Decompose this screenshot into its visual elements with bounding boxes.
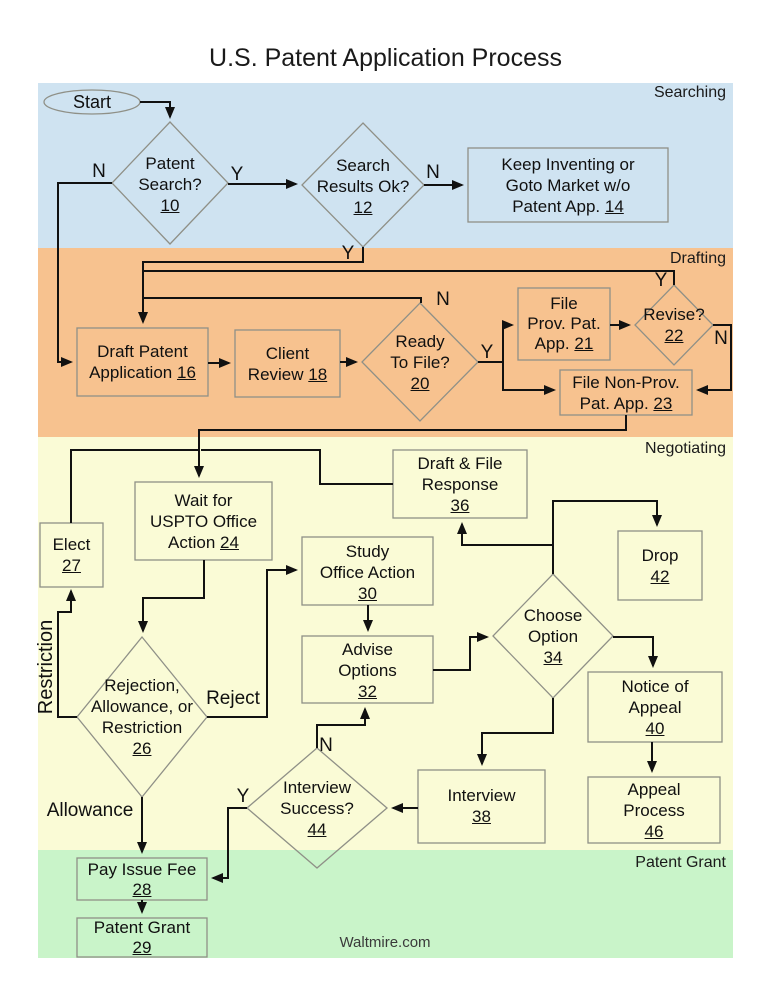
edge-34-to-36 xyxy=(457,522,553,546)
box-client-review-18 xyxy=(234,329,341,398)
box-keep-inventing-14 xyxy=(467,147,669,223)
edge-start-to-10 xyxy=(140,101,175,119)
edge-36-to-24 xyxy=(201,449,393,485)
node-keep-inventing-14: Keep Inventing or Goto Market w/o Patent… xyxy=(501,154,635,216)
band-patent-grant xyxy=(38,850,733,958)
decision-interview-success-44 xyxy=(246,747,388,869)
node-revise-22: Revise? 22 xyxy=(643,305,705,345)
edge-27-to-24 xyxy=(70,449,199,523)
node-ready-to-file-20: Ready To File? 20 xyxy=(390,331,450,393)
node-start: Start xyxy=(72,91,111,112)
box-notice-of-appeal-40 xyxy=(587,671,723,743)
band-searching xyxy=(38,83,733,248)
edge-24-to-26 xyxy=(138,560,205,633)
node-interview-success-44: Interview Success? 44 xyxy=(280,777,354,839)
node-draft-application-16: Draft Patent Application 16 xyxy=(89,342,196,382)
node-appeal-process-46: Appeal Process 46 xyxy=(623,779,685,841)
box-interview-38 xyxy=(417,769,546,844)
box-appeal-process-46 xyxy=(587,776,721,844)
edge-22-yes-return xyxy=(143,270,675,285)
node-patent-search-10: Patent Search? 10 xyxy=(138,153,202,215)
node-wait-uspto-24: Wait for USPTO Office Action 24 xyxy=(149,490,258,552)
edge-20-yes-to-23 xyxy=(502,362,556,395)
page-title: U.S. Patent Application Process xyxy=(209,44,562,72)
edge-label-10-yes: Y xyxy=(230,164,244,185)
edge-label-44-no: N xyxy=(319,735,333,756)
band-label-negotiating: Negotiating xyxy=(645,440,726,457)
node-drop-42: Drop 42 xyxy=(641,546,679,586)
edge-34-to-38 xyxy=(477,698,554,766)
node-file-nonprov-23: File Non-Prov. Pat. App. 23 xyxy=(572,372,680,413)
edge-34-to-40 xyxy=(613,636,658,668)
edge-32-to-34 xyxy=(433,632,489,671)
edge-20-no-return xyxy=(143,297,422,303)
node-patent-grant-29: Patent Grant 29 xyxy=(93,917,191,957)
edge-26-reject-to-30 xyxy=(207,565,298,718)
footer-watermark: Waltmire.com xyxy=(339,934,431,951)
edge-label-12-no: N xyxy=(426,162,440,183)
edge-label-12-yes: Y xyxy=(341,243,355,264)
node-study-office-action-30: Study Office Action 30 xyxy=(319,541,416,603)
band-label-searching: Searching xyxy=(653,84,726,101)
edge-label-allowance: Allowance xyxy=(46,800,134,821)
edge-10-no-to-16 xyxy=(57,182,112,367)
node-rejection-allowance-26: Rejection, Allowance, or Restriction 26 xyxy=(90,676,194,758)
node-draft-file-response-36: Draft & File Response 36 xyxy=(417,453,503,515)
edge-44-no-to-32 xyxy=(316,707,370,748)
edge-label-22-no: N xyxy=(714,328,728,349)
edge-22-no-to-23 xyxy=(696,324,732,395)
edge-label-20-no: N xyxy=(436,289,450,310)
band-label-drafting: Drafting xyxy=(669,250,726,267)
edge-label-22-yes: Y xyxy=(654,270,668,291)
edge-label-44-yes: Y xyxy=(236,786,250,807)
box-patent-grant-29 xyxy=(76,917,208,958)
node-notice-of-appeal-40: Notice of Appeal 40 xyxy=(621,676,689,738)
node-search-results-12: Search Results Ok? 12 xyxy=(316,155,410,217)
edge-44-yes-to-28 xyxy=(211,807,247,883)
edge-34-to-42 xyxy=(552,500,662,574)
node-interview-38: Interview 38 xyxy=(447,786,516,826)
edge-label-10-no: N xyxy=(92,161,106,182)
band-negotiating xyxy=(38,437,733,850)
node-pay-issue-fee-28: Pay Issue Fee 28 xyxy=(87,859,197,899)
edge-label-restriction: Restriction xyxy=(35,619,57,715)
band-drafting xyxy=(38,248,733,437)
node-client-review-18: Client Review 18 xyxy=(247,344,328,384)
edge-20-yes-to-21 xyxy=(478,320,514,363)
node-choose-option-34: Choose Option 34 xyxy=(523,605,583,667)
box-drop-42 xyxy=(617,530,703,601)
edge-label-reject: Reject xyxy=(206,688,260,709)
decision-revise-22 xyxy=(634,284,714,366)
decision-patent-search-10 xyxy=(111,121,229,245)
edge-12-yes-to-16 xyxy=(138,247,364,324)
node-elect-27: Elect 27 xyxy=(52,535,91,575)
node-file-prov-21: File Prov. Pat. App. 21 xyxy=(527,294,601,353)
edge-26-restriction-to-27 xyxy=(57,589,77,718)
band-label-patent-grant: Patent Grant xyxy=(635,854,726,871)
node-advise-options-32: Advise Options 32 xyxy=(338,639,397,701)
edge-23-to-24 xyxy=(194,415,627,478)
decision-ready-to-file-20 xyxy=(361,302,479,422)
edge-label-20-yes: Y xyxy=(480,342,494,363)
